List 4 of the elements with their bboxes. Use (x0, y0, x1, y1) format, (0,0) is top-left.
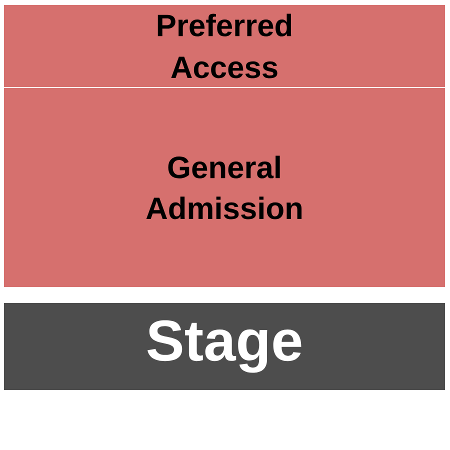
stage-block: Stage (4, 303, 446, 390)
node-label: General Admission (146, 156, 302, 220)
node-label: Preferred Access (158, 14, 292, 78)
seating-section: Preferred Access (4, 5, 446, 87)
